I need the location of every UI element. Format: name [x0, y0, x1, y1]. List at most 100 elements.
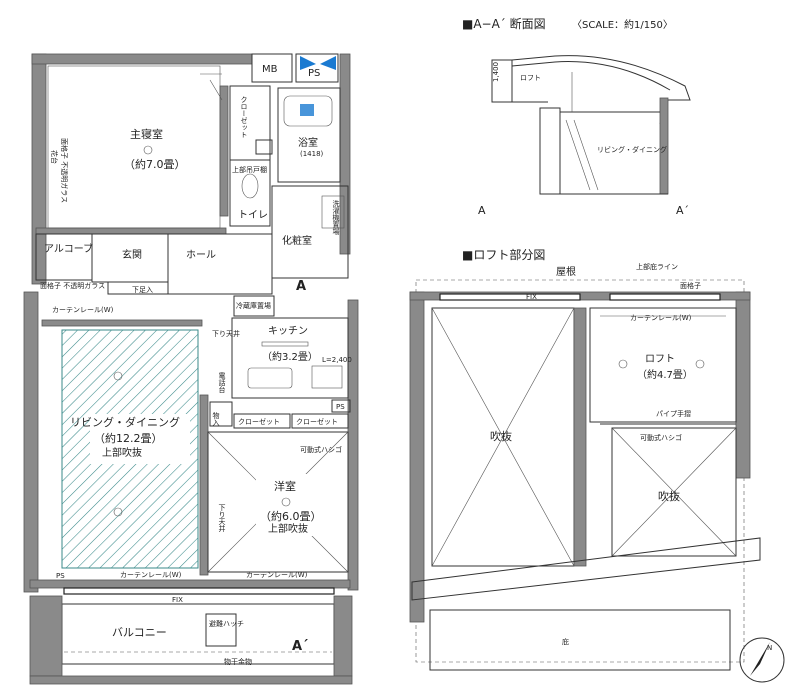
balcony-wall-bottom [29, 675, 353, 685]
evac-hatch-label: 避難ハッチ [209, 619, 244, 628]
balcony-wall-left [29, 595, 63, 677]
phone-desk-label: 電話台 [218, 372, 226, 394]
hall [167, 233, 273, 295]
storage-label: 物入 [212, 411, 220, 426]
section-inner-wall [539, 107, 561, 195]
section-living-label: リビング・ダイニング [597, 145, 667, 154]
loft-void-right-label: 吹抜 [658, 489, 680, 503]
bath-label: 浴室 [298, 136, 318, 149]
section-scale: 〈SCALE：約1/150〉 [572, 18, 673, 31]
bath-room [277, 87, 341, 183]
loft-wall-left [409, 291, 425, 623]
loft-wall-right [735, 291, 751, 479]
living-dining-label: リビング・ダイニング [70, 415, 180, 429]
kitchen-label: キッチン [268, 325, 308, 337]
ps-wash-box [255, 139, 273, 155]
section-height: 1,400 [492, 62, 500, 82]
loft-fix-window [439, 293, 581, 301]
mb-label: MB [262, 64, 278, 75]
wall-living-bottom [29, 579, 351, 589]
fridge-space [233, 295, 275, 317]
curtain-rail-top-label: カーテンレール(W) [52, 306, 114, 314]
section-roof-curve [511, 55, 691, 125]
section-marker-right: A´ [676, 204, 689, 217]
loft-plan-title: ■ロフト部分図 [462, 247, 545, 262]
section-title: ■A−A´ 断面図 [462, 16, 546, 31]
loft-eaves [429, 609, 731, 671]
wall-bedroom-right [219, 85, 229, 217]
window-grille-2-label: 面格子 不透明ガラス [40, 281, 105, 290]
loft-window-right [609, 293, 721, 301]
bath-fan-icon [300, 104, 314, 116]
window-grille-label: 面格子 不透明ガラス [60, 138, 69, 203]
kitchen-area: （約3.2畳） [262, 350, 318, 363]
kitchen-light-icon [261, 341, 309, 347]
living-void-label: 上部吹抜 [102, 446, 142, 459]
western-void-label: 上部吹抜 [268, 522, 308, 535]
ps-top-box [295, 53, 339, 83]
compass-needle [750, 642, 770, 676]
western-light-icon [281, 497, 291, 507]
balcony-wall-right [333, 595, 353, 677]
master-bedroom-label: 主寝室 [130, 127, 163, 141]
closet-b [291, 413, 349, 429]
curtain-rail-right-label: カーテンレール(W) [246, 571, 308, 579]
loft-fix-label: FIX [526, 293, 537, 301]
wall-right-lower [347, 299, 359, 591]
washroom-label: 化粧室 [282, 234, 312, 247]
kitchen-stove [311, 365, 343, 389]
western-room-area: （約6.0畳） [260, 509, 322, 523]
evac-hatch-box [205, 613, 237, 647]
section-loft-label: ロフト [520, 74, 541, 82]
toilet-label: トイレ [238, 210, 268, 221]
toilet-room [229, 159, 271, 227]
wall-bedroom-bottom [35, 227, 227, 235]
ps-mid-label: PS [336, 403, 345, 411]
section-marker-left: A [478, 204, 486, 217]
wall-top-left [31, 53, 253, 65]
loft-pipe-rail-label: パイプ手摺 [656, 409, 691, 418]
flowerbed-label: 花台 [50, 150, 59, 164]
loft-room-label: ロフト [645, 354, 675, 365]
loft-railing-label: 面格子 [680, 281, 701, 290]
ps-vent-icon [300, 56, 336, 70]
fix-window [63, 587, 335, 595]
section-wall-left [491, 59, 513, 103]
shoe-storage-label: 下足入 [132, 286, 153, 294]
loft-slope-roof [411, 537, 761, 601]
ps-top-label: PS [308, 68, 320, 79]
ps-bottom-label: PS [56, 572, 65, 580]
kitchen-height: L=2,400 [322, 356, 352, 364]
bathtub [283, 95, 333, 127]
ps-mid-box [331, 399, 351, 413]
alcove-label: アルコーブ [44, 242, 93, 255]
living-dining-area-label: （約12.2畳） [94, 431, 163, 445]
loft-light-1 [618, 359, 628, 369]
marker-a: A [296, 279, 306, 294]
closet-label: クローゼット [240, 96, 248, 138]
curtain-rail-left-label: カーテンレール(W) [120, 571, 182, 579]
toilet-shelf-label: 上部吊戸棚 [232, 165, 267, 174]
loft-wall-mid [573, 307, 587, 567]
section-ladder-1 [565, 119, 591, 191]
balcony-label: バルコニー [112, 626, 167, 639]
fridge-label: 冷蔵庫置場 [236, 301, 271, 310]
loft-void-right [611, 427, 737, 557]
bath-size: (1418) [300, 150, 324, 158]
loft-room [589, 307, 737, 423]
balcony [61, 603, 335, 665]
mb-box [251, 53, 293, 83]
lowered-ceiling-label: 下り天井 [212, 329, 240, 338]
master-bedroom-area: （約7.0畳） [124, 157, 186, 171]
drying-rack-label: 物干金物 [224, 657, 252, 666]
loft-eaves-label: 庇 [562, 637, 569, 646]
loft-plan: ■ロフト部分図 屋根 上部庇ライン 面格子 FIX 吹抜 カーテンレール(W) … [409, 247, 761, 671]
loft-room-area: （約4.7畳） [637, 368, 693, 381]
loft-roof-line-label: 上部庇ライン [636, 262, 678, 271]
closet-a [233, 413, 291, 429]
loft-light-2 [695, 359, 705, 369]
north-compass: N [739, 637, 785, 683]
lowered-ceiling-2-label: 下り天井 [218, 504, 226, 533]
loft-ladder-label: 可動式ハシゴ [640, 433, 682, 442]
